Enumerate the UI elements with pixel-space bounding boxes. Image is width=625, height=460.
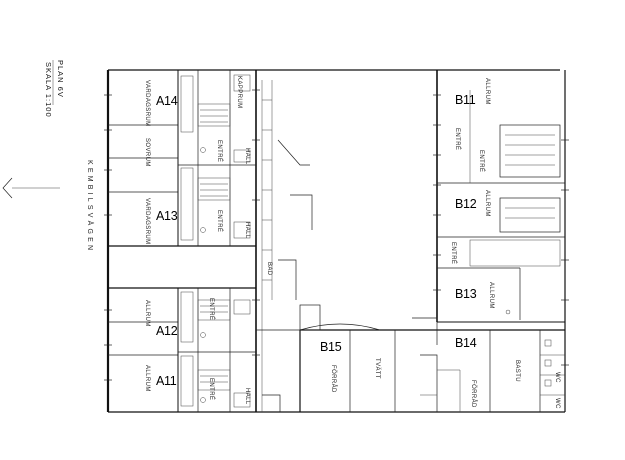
outer-walls	[106, 69, 566, 413]
room-label: FÖRRÅD	[330, 365, 337, 393]
street-label: KEMBILSVÄGEN	[86, 160, 94, 253]
room-label: BASTU	[514, 360, 520, 382]
room-label: ALLRUM	[484, 78, 490, 105]
central-corridor	[256, 80, 438, 412]
room-label: FÖRRÅD	[470, 380, 477, 408]
a-units-interior	[108, 70, 256, 412]
room-label: ENTRÉ	[216, 140, 223, 162]
unit-label-b15: B15	[320, 340, 342, 354]
unit-label-a12: A12	[156, 324, 178, 338]
unit-labels: A14 A13 A12 A11 B11 B12 B13 B14 B15	[156, 93, 477, 388]
room-label: ALLRUM	[144, 365, 150, 392]
room-label: ALLRUM	[144, 300, 150, 327]
unit-label-b13: B13	[455, 287, 477, 301]
unit-label-b14: B14	[455, 336, 477, 350]
room-label: ENTRÉ	[478, 150, 485, 172]
room-labels: VARDAGSRUM SOVRUM VARDAGSRUM ALLRUM ALLR…	[144, 76, 560, 409]
room-label: WC	[554, 398, 560, 409]
room-label: VARDAGSRUM	[144, 198, 150, 245]
room-label: ENTRÉ	[208, 298, 215, 320]
window-marks	[104, 89, 569, 381]
unit-label-b12: B12	[455, 197, 477, 211]
unit-label-b11: B11	[455, 93, 476, 107]
room-label: HALL	[244, 148, 250, 165]
unit-label-a14: A14	[156, 94, 178, 108]
room-label: SOVRUM	[144, 138, 150, 167]
room-label: HALL	[244, 222, 250, 239]
room-label: ENTRÉ	[216, 210, 223, 232]
room-label: KAPPRUM	[236, 76, 242, 108]
unit-label-a13: A13	[156, 209, 178, 223]
room-label: ENTRÉ	[208, 378, 215, 400]
room-label: BAD	[266, 262, 272, 276]
room-label: ENTRÉ	[450, 242, 457, 264]
room-label: ALLRUM	[488, 282, 494, 309]
room-label: ENTRÉ	[454, 128, 461, 150]
b-units-interior	[349, 90, 565, 412]
unit-label-a11: A11	[156, 374, 177, 388]
plan-scale: SKALA 1:100	[44, 62, 53, 118]
plan-title: PLAN 6V	[56, 60, 65, 98]
room-label: WC	[554, 372, 560, 383]
a-kitchen-fixtures	[180, 74, 251, 408]
room-label: TVÄTT	[374, 358, 381, 379]
room-label: ALLRUM	[484, 190, 490, 217]
section-marker-icon	[2, 177, 13, 199]
room-label: HALL	[244, 388, 250, 405]
room-label: VARDAGSRUM	[144, 80, 150, 127]
